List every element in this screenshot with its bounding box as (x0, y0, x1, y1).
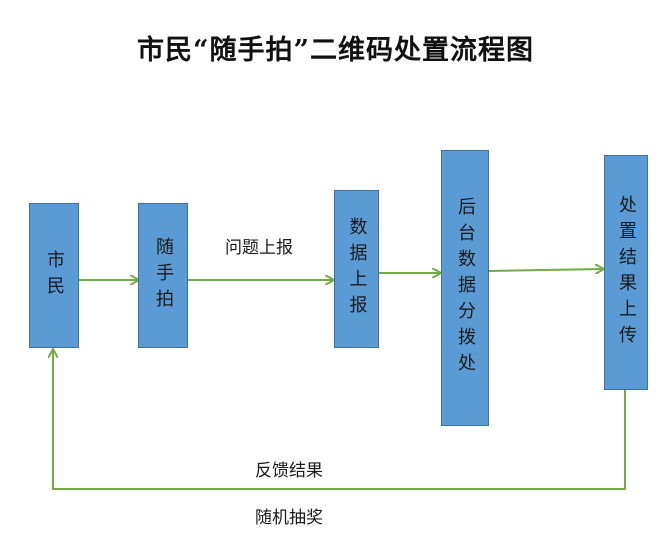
node-backend-dispatch: 后台数据分拨处 (441, 150, 489, 426)
diagram-title: 市民“随手拍”二维码处置流程图 (136, 35, 535, 66)
node-data-report-label: 数据上报 (346, 217, 368, 321)
arrow-dispatch-to-result (488, 269, 603, 271)
edge-label-issue-report: 问题上报 (225, 238, 293, 258)
node-result-report-label: 处置结果上传 (616, 194, 637, 351)
node-snapshot: 随手拍 (138, 203, 188, 348)
node-citizen: 市民 (29, 203, 79, 348)
edge-label-lottery: 随机抽奖 (255, 508, 323, 528)
node-result-report: 处置结果上传 (604, 155, 648, 390)
edge-label-feedback: 反馈结果 (255, 461, 323, 481)
node-snapshot-label: 随手拍 (153, 236, 174, 315)
node-citizen-label: 市民 (44, 249, 65, 302)
arrow-result-to-citizen (53, 350, 626, 490)
node-data-report: 数据上报 (334, 190, 379, 348)
node-backend-dispatch-label: 后台数据分拨处 (455, 197, 476, 379)
